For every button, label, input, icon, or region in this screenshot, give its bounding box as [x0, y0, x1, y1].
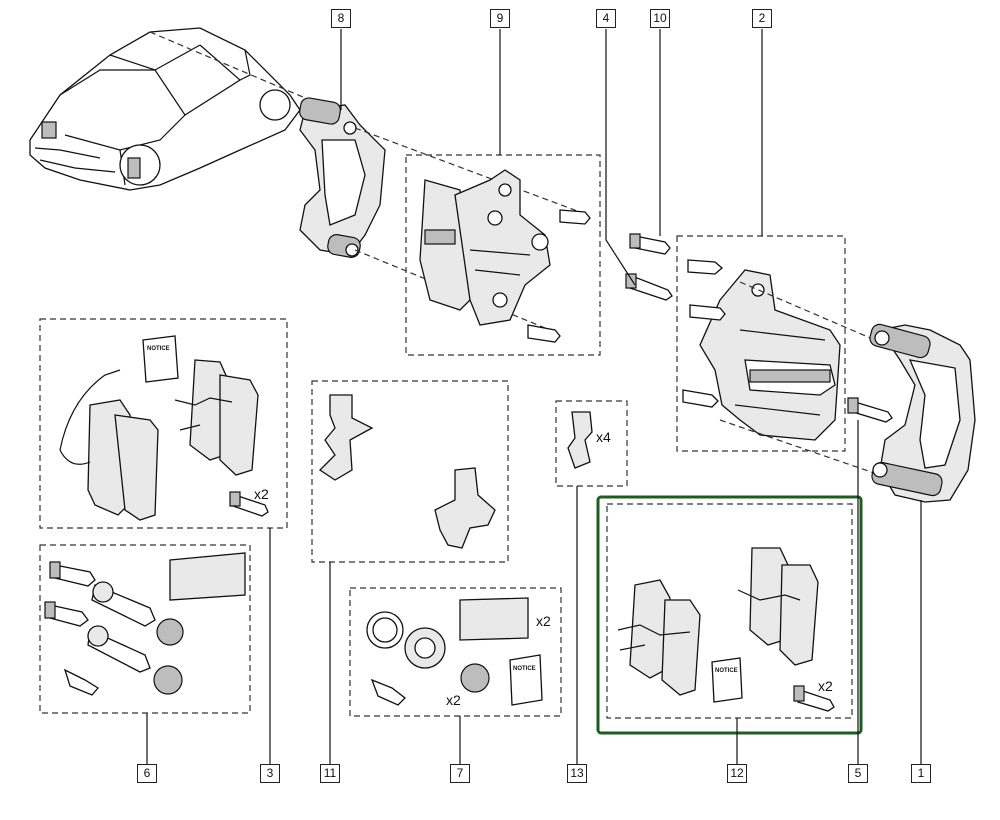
part-2-caliper-body [682, 259, 841, 441]
kit-3-bolt-quantity: x2 [254, 486, 269, 502]
kit-12-notice-label: NOTICE [715, 668, 738, 674]
part-8-caliper-carrier [299, 97, 386, 258]
bolt-4 [625, 273, 673, 301]
callout-3[interactable]: 3 [260, 764, 280, 783]
callout-11[interactable]: 11 [320, 764, 340, 783]
kit-7-seal-kit: NOTICE [366, 597, 543, 706]
kit-13-clip-quantity: x4 [596, 429, 611, 445]
group-9-border [405, 154, 601, 356]
bolt-5 [847, 397, 893, 423]
part-1-caliper-bracket [869, 323, 976, 503]
kit-6-guide-pins [44, 552, 246, 696]
callout-5[interactable]: 5 [848, 764, 868, 783]
callout-13[interactable]: 13 [567, 764, 587, 783]
kit-7-pouch-quantity: x2 [536, 613, 551, 629]
callout-12[interactable]: 12 [727, 764, 747, 783]
kit-13-anti-rattle-clip [567, 411, 593, 469]
kit-7-boot-quantity: x2 [446, 692, 461, 708]
kit-11-spring-clips [318, 394, 496, 549]
callout-6[interactable]: 6 [137, 764, 157, 783]
kit-12-brake-pad-set: NOTICE [617, 547, 835, 712]
callout-2[interactable]: 2 [752, 9, 772, 28]
kit-12-highlight-frame[interactable] [596, 495, 863, 735]
car-illustration [29, 27, 301, 191]
callout-4[interactable]: 4 [596, 9, 616, 28]
callout-10[interactable]: 10 [650, 9, 670, 28]
kit-3-brake-pads: NOTICE [59, 335, 269, 521]
group-13-border [555, 400, 628, 487]
bolt-10 [629, 233, 671, 255]
group-11-border [311, 380, 509, 563]
kit-3-notice-label: NOTICE [147, 346, 170, 352]
group-12-border [606, 503, 853, 719]
callout-8[interactable]: 8 [331, 9, 351, 28]
group-3-border [39, 318, 288, 529]
callout-leaders [146, 29, 922, 764]
group-2-border [676, 235, 846, 452]
callout-7[interactable]: 7 [450, 764, 470, 783]
part-9-brake-caliper [419, 169, 591, 343]
callout-9[interactable]: 9 [490, 9, 510, 28]
callout-1[interactable]: 1 [911, 764, 931, 783]
kit-7-notice-label: NOTICE [513, 666, 536, 672]
kit-12-bolt-quantity: x2 [818, 678, 833, 694]
group-6-border [39, 544, 251, 714]
group-7-border [349, 587, 562, 717]
